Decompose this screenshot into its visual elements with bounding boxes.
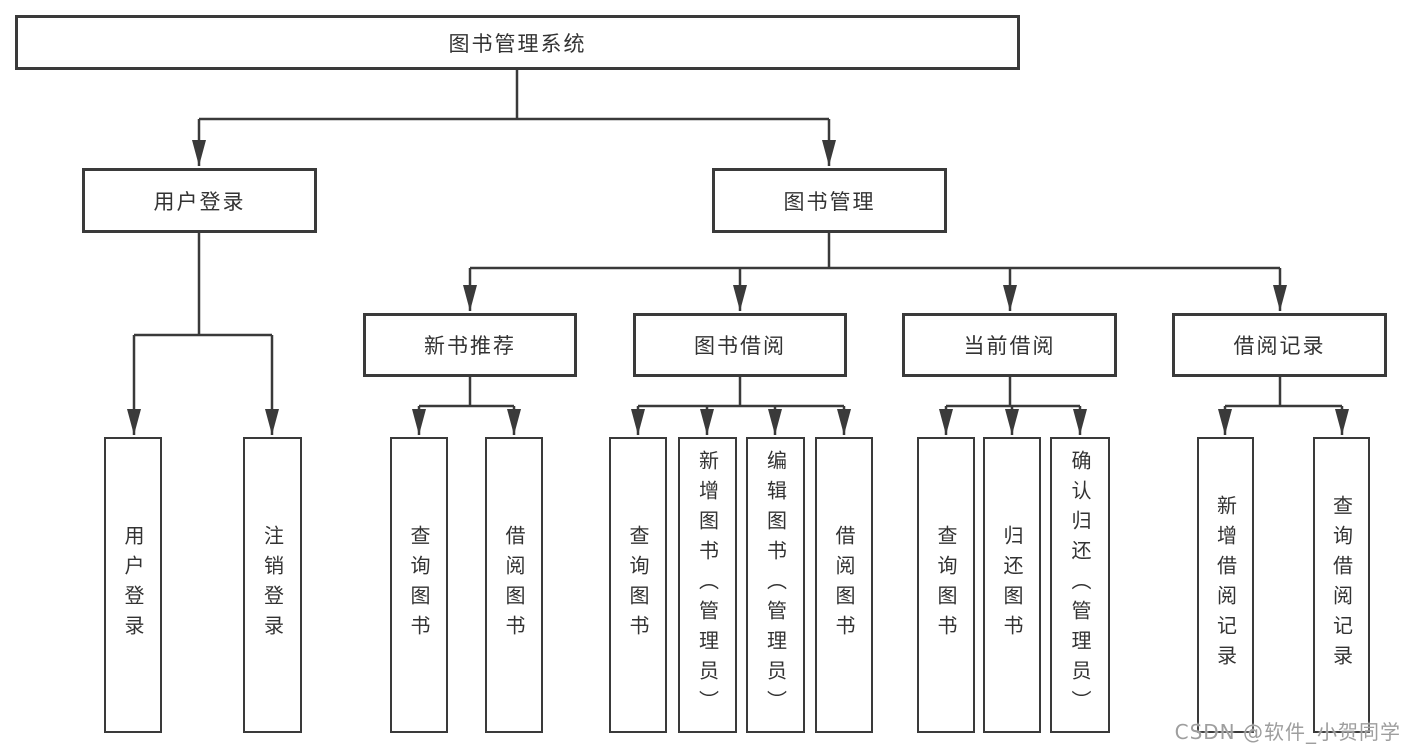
leaf-label: 新增图书（管理员） — [695, 450, 720, 720]
leaf-query-books-recommend: 查询图书 — [390, 437, 448, 733]
leaf-borrow-books: 借阅图书 — [815, 437, 873, 733]
leaf-label: 查询图书 — [934, 525, 958, 645]
leaf-edit-books-admin: 编辑图书（管理员） — [746, 437, 805, 733]
leaf-query-books-borrow: 查询图书 — [609, 437, 667, 733]
leaf-return-books: 归还图书 — [983, 437, 1041, 733]
leaf-add-borrow-record: 新增借阅记录 — [1197, 437, 1254, 733]
leaf-borrow-books-recommend: 借阅图书 — [485, 437, 543, 733]
node-new-book-recommend: 新书推荐 — [363, 313, 577, 377]
leaf-confirm-return-admin: 确认归还（管理员） — [1050, 437, 1110, 733]
node-book-management: 图书管理 — [712, 168, 947, 233]
leaf-label: 用户登录 — [121, 525, 145, 645]
node-library-system: 图书管理系统 — [15, 15, 1020, 70]
leaf-label: 查询图书 — [626, 525, 650, 645]
leaf-label: 编辑图书（管理员） — [763, 450, 788, 720]
leaf-query-borrow-record: 查询借阅记录 — [1313, 437, 1370, 733]
leaf-label: 新增借阅记录 — [1213, 495, 1238, 675]
node-current-borrow: 当前借阅 — [902, 313, 1117, 377]
leaf-label: 确认归还（管理员） — [1068, 450, 1092, 720]
leaf-label: 查询图书 — [407, 525, 431, 645]
leaf-label: 借阅图书 — [832, 525, 856, 645]
leaf-user-login: 用户登录 — [104, 437, 162, 733]
node-user-login: 用户登录 — [82, 168, 317, 233]
node-book-borrow: 图书借阅 — [633, 313, 847, 377]
leaf-label: 借阅图书 — [502, 525, 526, 645]
node-borrow-records: 借阅记录 — [1172, 313, 1387, 377]
leaf-label: 归还图书 — [1000, 525, 1024, 645]
leaf-logout: 注销登录 — [243, 437, 302, 733]
leaf-query-books-current: 查询图书 — [917, 437, 975, 733]
leaf-add-books-admin: 新增图书（管理员） — [678, 437, 737, 733]
csdn-watermark: CSDN @软件_小贺同学 — [1174, 720, 1401, 744]
leaf-label: 查询借阅记录 — [1329, 495, 1354, 675]
leaf-label: 注销登录 — [260, 525, 285, 645]
